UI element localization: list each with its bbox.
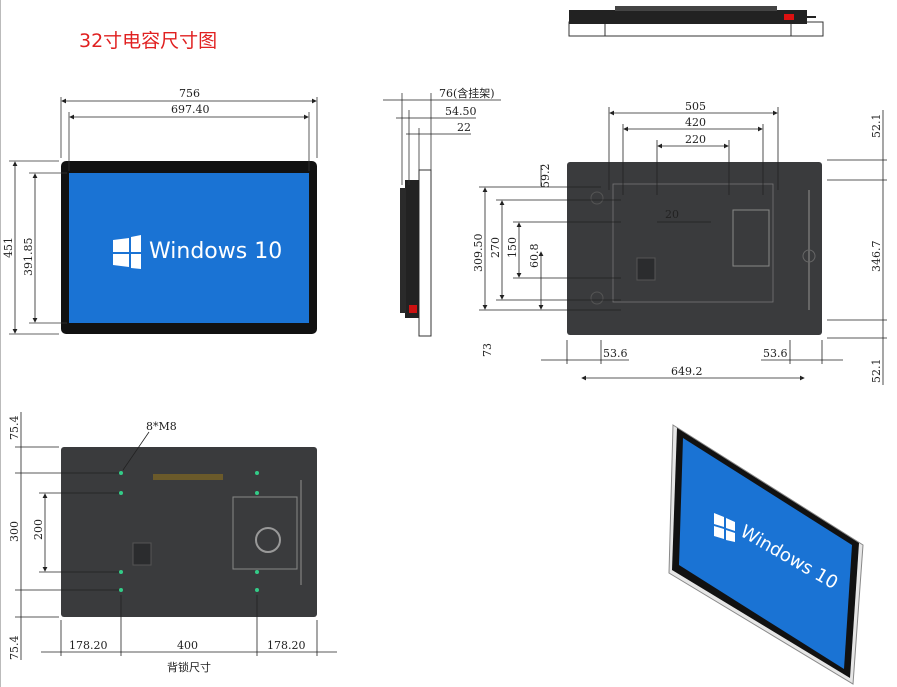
- dim-20: 20: [665, 208, 679, 221]
- dim-53-6-left: 53.6: [603, 347, 628, 360]
- dim-391-85: 391.85: [22, 238, 35, 277]
- dim-53-6-right: 53.6: [763, 347, 788, 360]
- dim-178-20-left: 178.20: [69, 639, 108, 652]
- dim-220: 220: [685, 133, 706, 146]
- page-title: 32寸电容尺寸图: [79, 30, 218, 52]
- dim-73: 73: [481, 343, 494, 357]
- dim-150: 150: [506, 237, 519, 258]
- dim-346-7: 346.7: [870, 241, 883, 273]
- dim-756: 756: [179, 87, 200, 100]
- dim-75-4-bottom: 75.4: [8, 636, 21, 661]
- dim-60-8: 60.8: [528, 244, 541, 269]
- dim-300: 300: [8, 521, 21, 542]
- dim-420: 420: [685, 116, 706, 129]
- iso-windows-logo-icon: [714, 513, 735, 542]
- back-view-bottom: 8*M8 75.4 300 75.4 200 178.20 400 178.20: [8, 412, 337, 674]
- iso-view: Windows 10: [668, 424, 864, 685]
- dim-505: 505: [685, 100, 706, 113]
- dim-697-40: 697.40: [171, 103, 210, 116]
- dim-52-1-top: 52.1: [870, 114, 883, 139]
- top-view: [568, 6, 824, 37]
- dim-200: 200: [32, 519, 45, 540]
- dim-52-1-bottom: 52.1: [870, 359, 883, 384]
- dim-22: 22: [457, 121, 471, 134]
- front-view: Windows 10 756 697.40 451 391.85: [2, 87, 318, 335]
- front-os-label: Windows 10: [149, 239, 282, 264]
- dim-76: 76(含挂架): [439, 86, 495, 100]
- dim-54-50: 54.50: [445, 105, 477, 118]
- dim-270: 270: [489, 237, 502, 258]
- dim-309-50: 309.50: [472, 234, 485, 273]
- dim-59-2: 59.2: [539, 164, 552, 189]
- holes-label: 8*M8: [146, 420, 177, 433]
- back-view-right: 505 420 220 20 309.50 270 150 60: [472, 100, 887, 385]
- back-lock-caption: 背锁尺寸: [167, 660, 211, 674]
- dim-451: 451: [2, 237, 15, 258]
- dim-400: 400: [177, 639, 198, 652]
- dim-649-2: 649.2: [671, 365, 703, 378]
- dim-75-4-top: 75.4: [8, 416, 21, 441]
- windows-logo-icon: [113, 235, 141, 269]
- side-view: 76(含挂架) 54.50 22: [383, 86, 501, 337]
- dim-178-20-right: 178.20: [267, 639, 306, 652]
